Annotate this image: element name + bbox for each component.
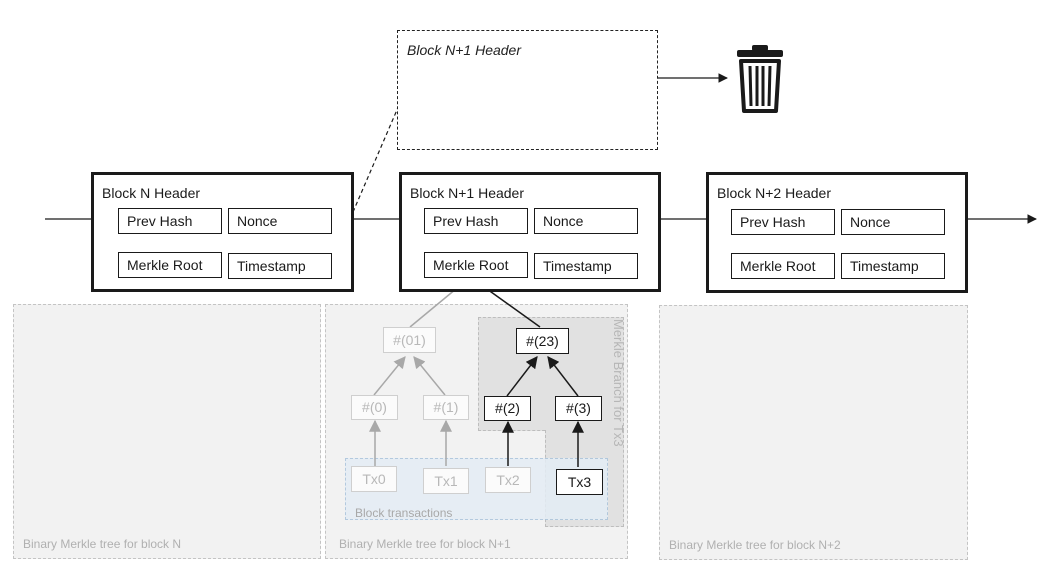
arrow-h1-to-h01 (413, 356, 446, 396)
block-n-timestamp-field: Timestamp (228, 253, 332, 279)
block-n-header: Block N Header Prev Hash Nonce Merkle Ro… (91, 172, 354, 292)
tree-node-hash-23: #(23) (516, 328, 569, 354)
arrow-h2-to-h23 (506, 356, 538, 397)
block-n-prev-hash-field: Prev Hash (118, 208, 222, 234)
block-n-nonce-field: Nonce (228, 208, 332, 234)
block-n1-header-title: Block N+1 Header (410, 185, 525, 201)
arrow-h0-to-h01 (373, 356, 406, 396)
block-n2-header: Block N+2 Header Prev Hash Nonce Merkle … (706, 172, 968, 293)
region-label-block-n1: Binary Merkle tree for block N+1 (339, 537, 511, 551)
tree-node-hash-0: #(0) (351, 395, 398, 420)
tree-node-tx1: Tx1 (423, 468, 469, 494)
block-n1-merkle-root-field: Merkle Root (424, 252, 528, 278)
block-n2-timestamp-field: Timestamp (841, 253, 945, 279)
tree-node-tx2: Tx2 (485, 467, 531, 493)
tree-node-tx0: Tx0 (351, 466, 397, 492)
block-n-header-title: Block N Header (102, 185, 201, 201)
region-label-block-n: Binary Merkle tree for block N (23, 537, 182, 551)
merkle-tree-region-block-n2: Binary Merkle tree for block N+2 (659, 305, 968, 560)
block-n1-timestamp-field: Timestamp (534, 253, 638, 279)
block-n2-prev-hash-field: Prev Hash (731, 209, 835, 235)
block-n2-nonce-field: Nonce (841, 209, 945, 235)
region-label-block-n2: Binary Merkle tree for block N+2 (669, 538, 841, 552)
block-n1-prev-hash-field: Prev Hash (424, 208, 528, 234)
merkle-tree-region-block-n: Binary Merkle tree for block N (13, 304, 321, 559)
tree-node-hash-2: #(2) (484, 396, 531, 421)
trash-icon (737, 45, 783, 113)
block-n2-header-title: Block N+2 Header (717, 185, 832, 201)
tree-node-hash-3: #(3) (555, 396, 602, 421)
tree-node-hash-1: #(1) (423, 395, 469, 420)
block-n-merkle-root-field: Merkle Root (118, 252, 222, 278)
arrow-h3-to-h23 (547, 356, 579, 397)
tree-node-tx3: Tx3 (556, 469, 603, 495)
orphan-header-title: Block N+1 Header (407, 42, 522, 58)
arrow-block-n-to-orphan (352, 81, 410, 213)
block-transactions-label: Block transactions (355, 506, 453, 520)
block-n1-header: Block N+1 Header Prev Hash Nonce Merkle … (399, 172, 661, 292)
tree-node-hash-01: #(01) (383, 327, 436, 353)
orphan-block-n1-header: Block N+1 Header (397, 30, 658, 150)
block-n1-nonce-field: Nonce (534, 208, 638, 234)
block-n2-merkle-root-field: Merkle Root (731, 253, 835, 279)
